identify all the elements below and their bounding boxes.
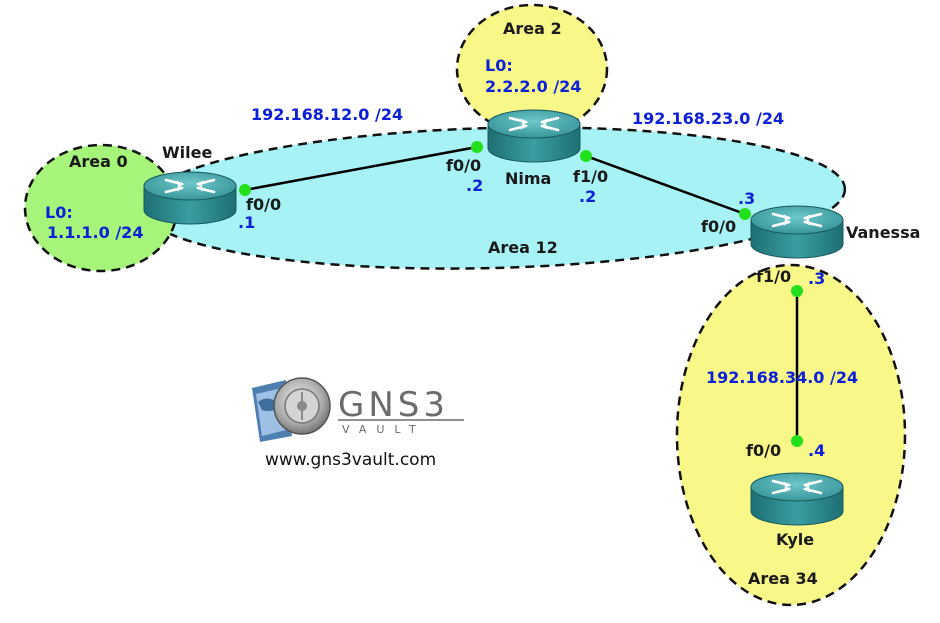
gns3-vault-logo-icon	[252, 377, 331, 442]
vanessa-port-left-label: f0/0	[701, 217, 736, 236]
nima-host-right-label: .2	[579, 187, 596, 206]
nima-port-left-label: f0/0	[446, 156, 481, 175]
network-label-12: 192.168.12.0 /24	[251, 105, 403, 124]
router-name-kyle: Kyle	[776, 530, 814, 549]
area-2-label: Area 2	[503, 19, 562, 38]
link-nima-vanessa	[585, 154, 746, 216]
wilee-loopback-label: L0:	[45, 203, 73, 222]
router-vanessa[interactable]	[749, 204, 845, 260]
area-0-label: Area 0	[69, 152, 128, 171]
port-dot-nima-f1-0	[580, 150, 592, 162]
router-name-nima: Nima	[505, 169, 551, 188]
vanessa-port-down-label: f1/0	[756, 267, 791, 286]
router-name-vanessa: Vanessa	[846, 223, 920, 242]
logo-brand-text: GNS3	[338, 385, 449, 425]
wilee-loopback-net: 1.1.1.0 /24	[47, 223, 143, 242]
area-34-region	[675, 263, 907, 607]
logo-url-text[interactable]: www.gns3vault.com	[265, 450, 436, 470]
nima-host-left-label: .2	[466, 176, 483, 195]
kyle-port-label: f0/0	[746, 441, 781, 460]
nima-loopback-net: 2.2.2.0 /24	[485, 77, 581, 96]
router-kyle[interactable]	[749, 471, 845, 527]
area-34-label: Area 34	[748, 569, 818, 588]
router-name-wilee: Wilee	[162, 143, 212, 162]
network-label-34: 192.168.34.0 /24	[706, 368, 858, 387]
wilee-port-label: f0/0	[246, 195, 281, 214]
port-dot-vanessa-f1-0	[791, 285, 803, 297]
port-dot-vanessa-f0-0	[739, 208, 751, 220]
port-dot-kyle-f0-0	[791, 435, 803, 447]
area-12-label: Area 12	[488, 238, 558, 257]
nima-port-right-label: f1/0	[573, 167, 608, 186]
port-dot-nima-f0-0	[471, 141, 483, 153]
network-label-23: 192.168.23.0 /24	[632, 109, 784, 128]
router-nima[interactable]	[486, 108, 582, 164]
router-wilee[interactable]	[142, 170, 238, 226]
vanessa-host-left-label: .3	[738, 189, 755, 208]
logo-sub-text: VAULT	[342, 423, 426, 436]
kyle-host-label: .4	[808, 441, 825, 460]
wilee-host-label: .1	[238, 213, 255, 232]
nima-loopback-label: L0:	[485, 56, 513, 75]
vanessa-host-down-label: .3	[808, 269, 825, 288]
link-wilee-nima	[244, 145, 478, 192]
port-dot-wilee-f0-0	[239, 184, 251, 196]
